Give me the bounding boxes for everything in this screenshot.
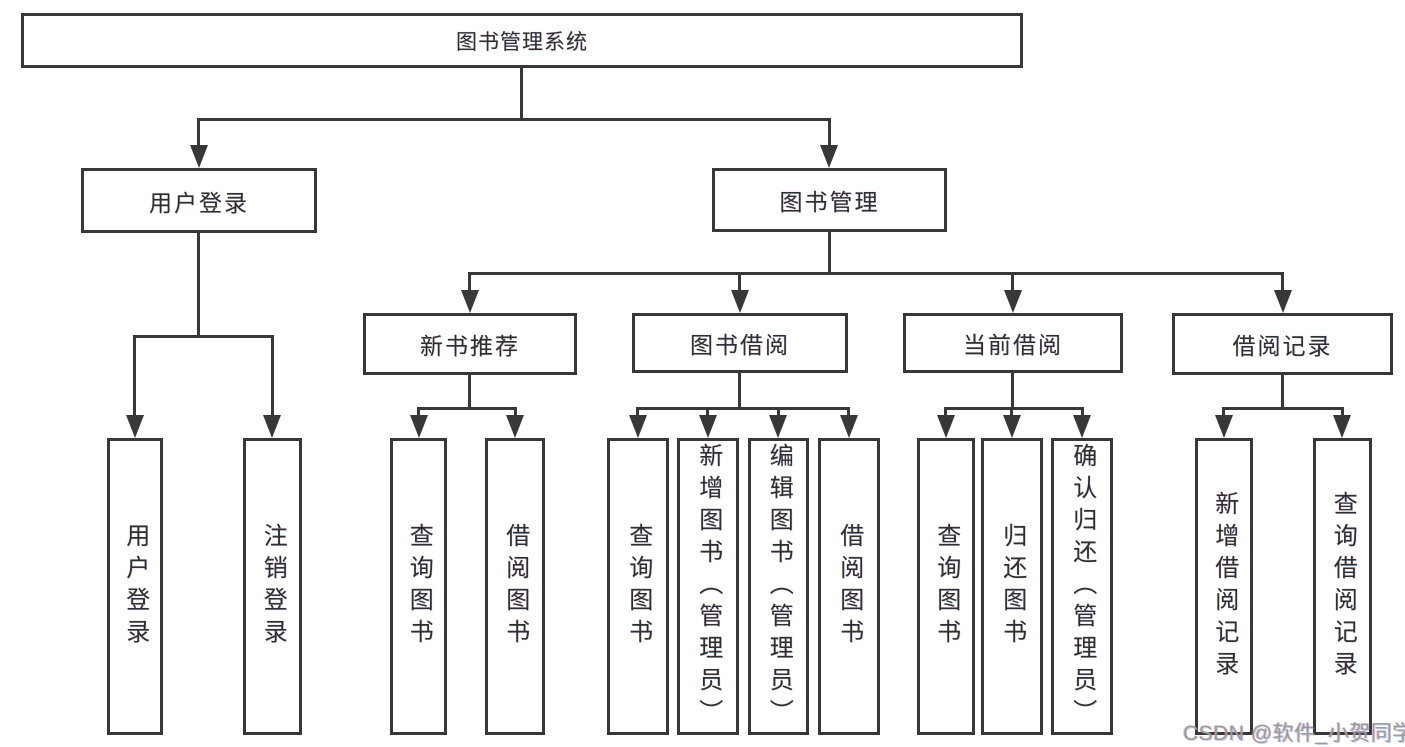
connector-line xyxy=(133,335,274,338)
arrow-down-icon xyxy=(731,290,749,313)
arrow-down-icon xyxy=(1274,290,1292,313)
connector-line xyxy=(706,407,709,419)
connector-line xyxy=(514,407,517,419)
connector-line xyxy=(636,407,639,419)
connector-line xyxy=(417,407,517,410)
connector-line xyxy=(944,407,947,419)
leaf-search-books-borrowing: 查询图书 xyxy=(607,438,669,735)
arrow-down-icon xyxy=(629,415,647,438)
connector-line xyxy=(1341,407,1344,419)
connector-line xyxy=(636,407,850,410)
arrow-down-icon xyxy=(699,415,717,438)
connector-line xyxy=(1011,272,1014,294)
arrow-down-icon xyxy=(937,415,955,438)
arrow-down-icon xyxy=(126,415,144,438)
connector-line xyxy=(468,272,1283,275)
connector-line xyxy=(1281,375,1284,407)
arrow-down-icon xyxy=(1003,415,1021,438)
arrow-down-icon xyxy=(840,415,858,438)
connector-line xyxy=(1222,407,1344,410)
node-book-management: 图书管理 xyxy=(712,168,947,232)
leaf-search-books-recommend: 查询图书 xyxy=(390,438,447,735)
connector-line xyxy=(777,407,780,419)
connector-line xyxy=(417,407,420,419)
connector-line xyxy=(133,335,136,419)
connector-line xyxy=(1281,272,1284,294)
arrow-down-icon xyxy=(1073,415,1091,438)
arrow-down-icon xyxy=(820,145,838,168)
node-library-management-system: 图书管理系统 xyxy=(21,13,1023,68)
connector-line xyxy=(1010,407,1013,419)
connector-line xyxy=(738,373,741,407)
node-book-borrowing: 图书借阅 xyxy=(632,313,848,373)
node-new-book-recommendation: 新书推荐 xyxy=(363,313,577,375)
leaf-search-books-current: 查询图书 xyxy=(917,438,975,735)
leaf-borrow-books-borrowing: 借阅图书 xyxy=(818,438,880,735)
node-current-borrowing: 当前借阅 xyxy=(903,313,1123,373)
connector-line xyxy=(847,407,850,419)
node-borrowing-records: 借阅记录 xyxy=(1172,313,1393,375)
arrow-down-icon xyxy=(1215,415,1233,438)
leaf-add-books-admin: 新增图书（管理员） xyxy=(677,438,739,735)
leaf-search-borrowing-record: 查询借阅记录 xyxy=(1313,438,1372,735)
leaf-add-borrowing-record: 新增借阅记录 xyxy=(1195,438,1253,735)
node-user-login: 用户登录 xyxy=(81,168,317,233)
leaf-logout: 注销登录 xyxy=(243,438,302,735)
arrow-down-icon xyxy=(1004,290,1022,313)
connector-line xyxy=(520,68,523,118)
connector-line xyxy=(828,118,831,150)
connector-line xyxy=(197,118,200,150)
connector-line xyxy=(1222,407,1225,419)
arrow-down-icon xyxy=(506,415,524,438)
connector-line xyxy=(828,232,831,272)
connector-line xyxy=(271,335,274,419)
connector-line xyxy=(468,272,471,294)
arrow-down-icon xyxy=(263,415,281,438)
connector-line xyxy=(468,375,471,407)
leaf-return-books: 归还图书 xyxy=(981,438,1043,735)
connector-line xyxy=(1081,407,1084,419)
arrow-down-icon xyxy=(461,290,479,313)
leaf-user-login: 用户登录 xyxy=(107,438,163,735)
leaf-edit-books-admin: 编辑图书（管理员） xyxy=(748,438,809,735)
leaf-borrow-books-recommend: 借阅图书 xyxy=(485,438,545,735)
connector-line xyxy=(944,407,1083,410)
connector-line xyxy=(738,272,741,294)
leaf-confirm-return-admin: 确认归还（管理员） xyxy=(1051,438,1113,735)
watermark: CSDN @软件_小贺同学 xyxy=(1183,722,1405,745)
arrow-down-icon xyxy=(769,415,787,438)
arrow-down-icon xyxy=(410,415,428,438)
connector-line xyxy=(1011,373,1014,407)
arrow-down-icon xyxy=(1333,415,1351,438)
connector-line xyxy=(197,118,831,121)
arrow-down-icon xyxy=(190,145,208,168)
connector-line xyxy=(197,233,200,335)
